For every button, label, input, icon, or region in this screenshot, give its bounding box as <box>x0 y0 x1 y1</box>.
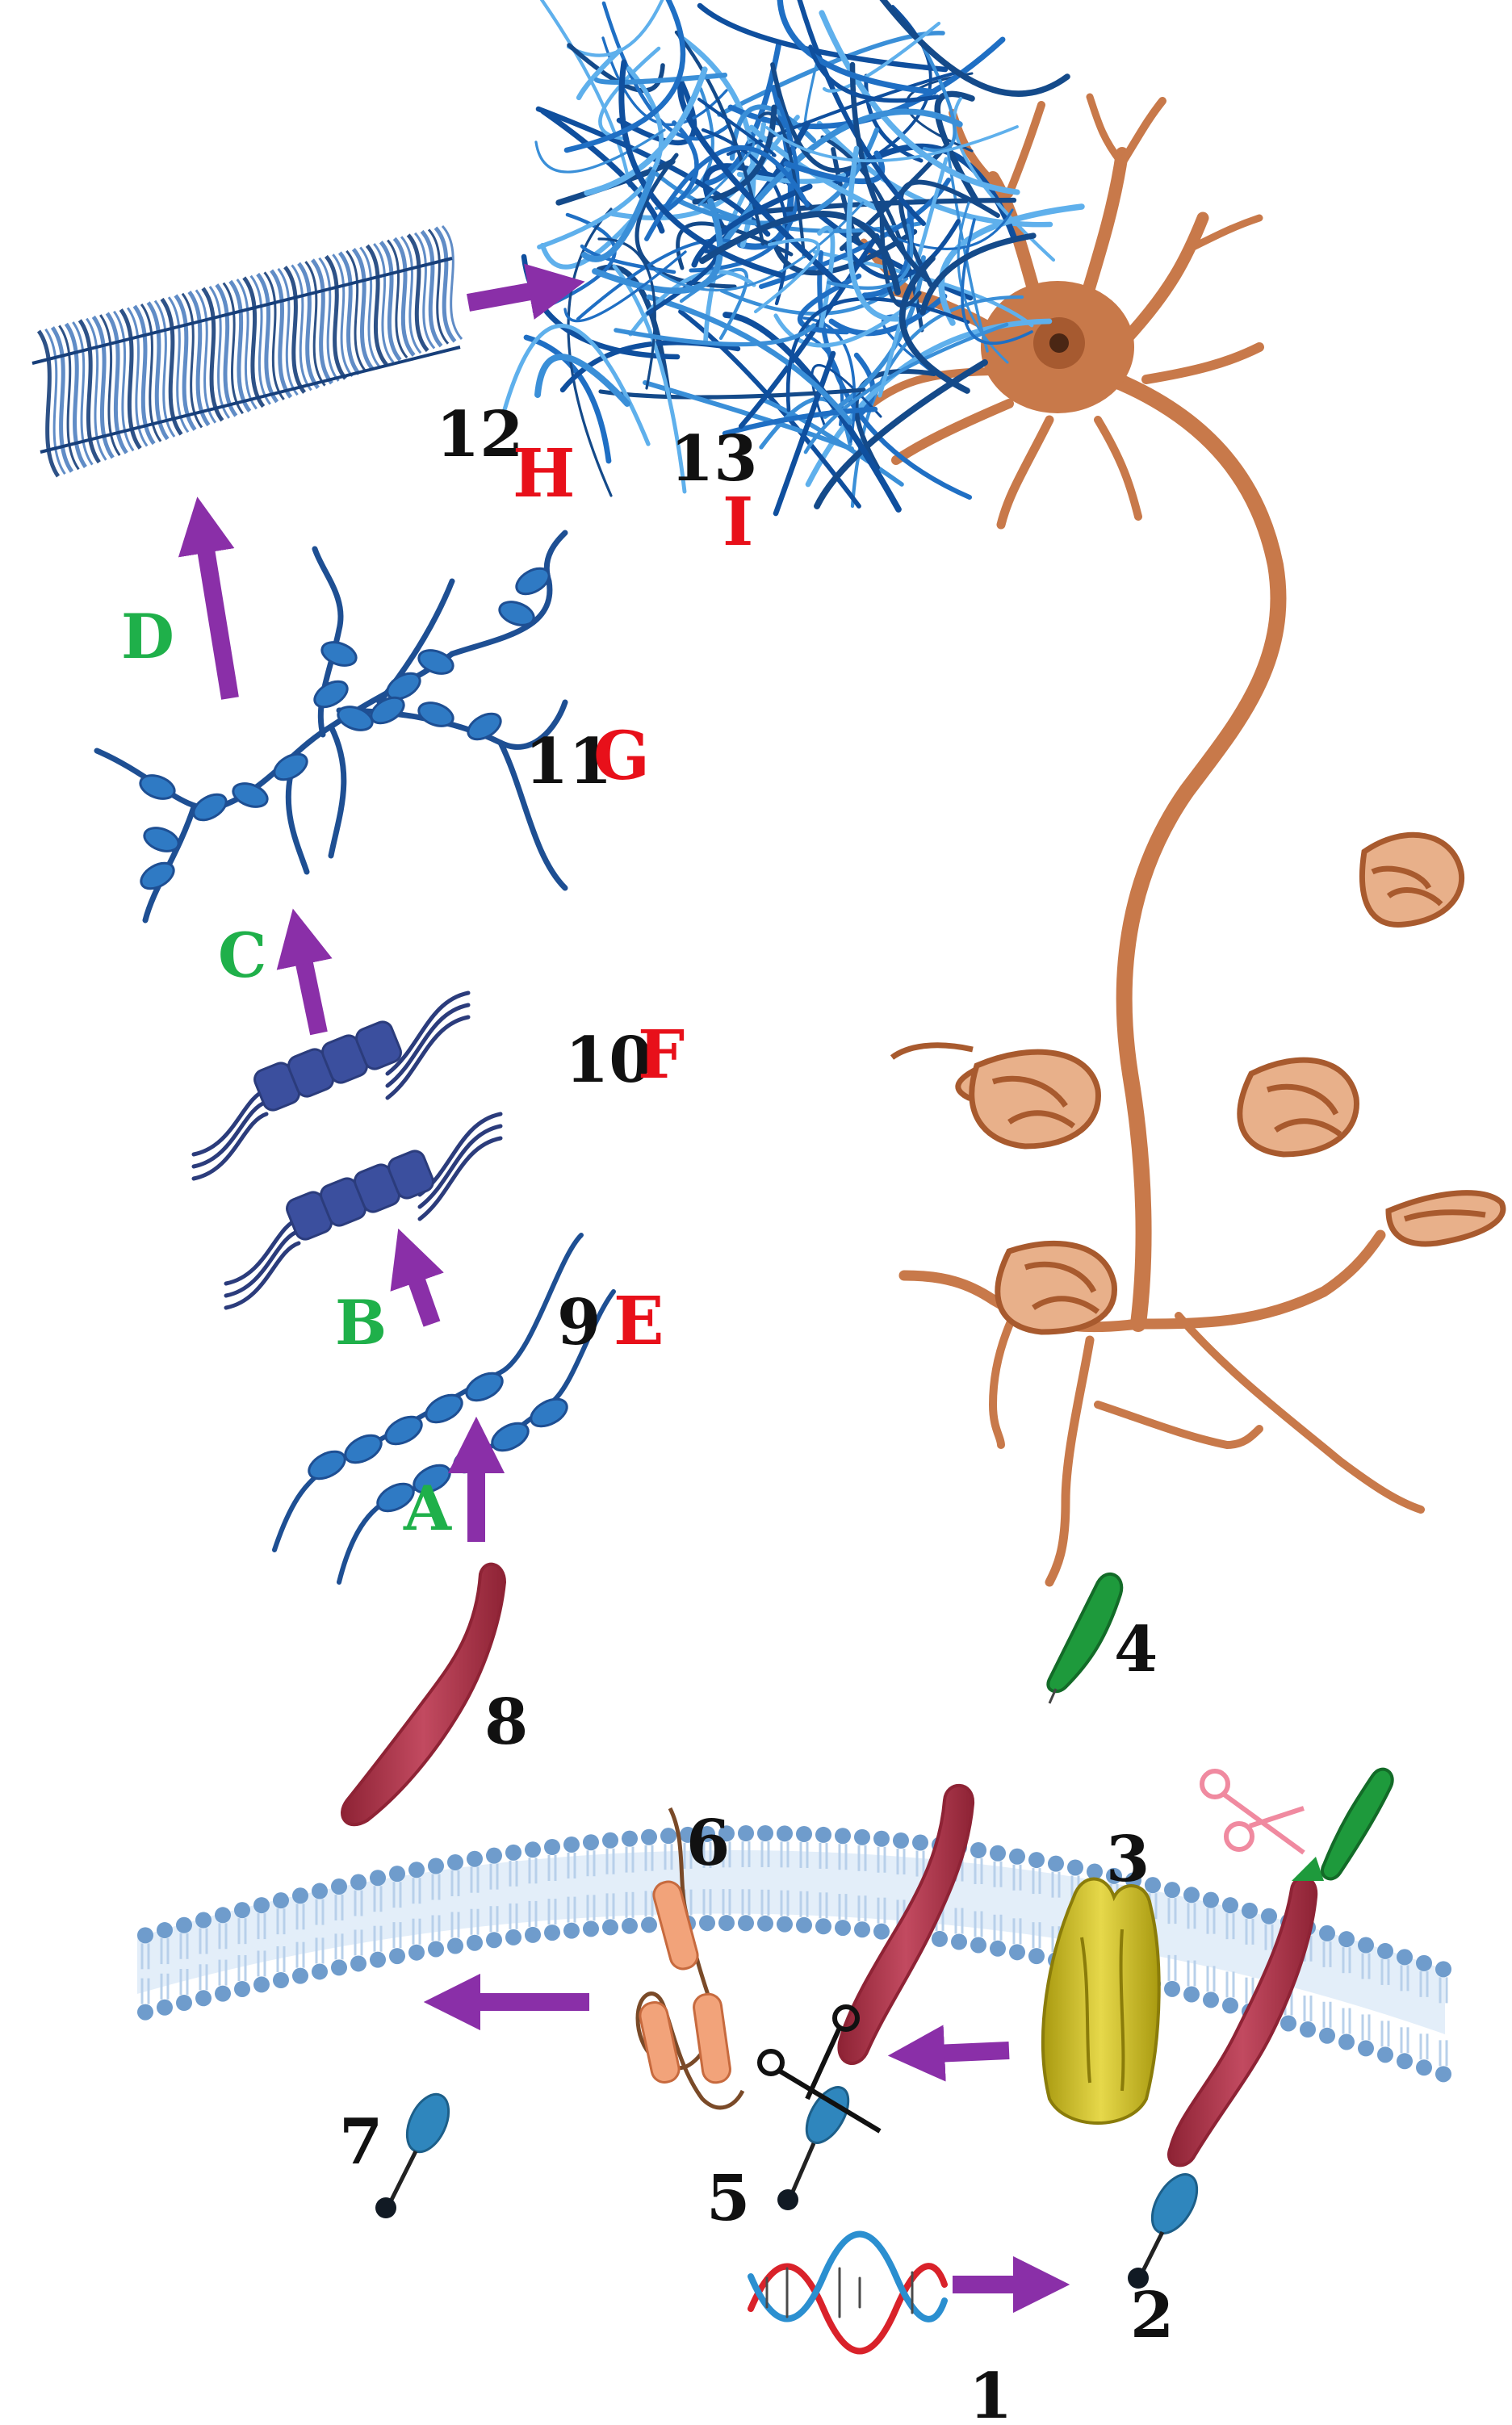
label-13: 13 <box>670 422 758 496</box>
label-2: 2 <box>1130 2279 1174 2352</box>
stage-F: F <box>638 1016 685 1094</box>
label-4: 4 <box>1114 1613 1158 1686</box>
label-11: 11 <box>525 725 613 798</box>
secretase-complex <box>1041 1877 1161 2125</box>
step-A: A <box>403 1472 452 1544</box>
synaptic-plaques <box>890 831 1506 1335</box>
label-9: 9 <box>557 1286 601 1359</box>
stage-E: E <box>614 1283 664 1360</box>
scissors-icon <box>757 2004 882 2134</box>
protofibril-subunits <box>139 567 551 890</box>
neuron-soma <box>981 281 1134 413</box>
label-8: 8 <box>484 1686 528 1759</box>
amyloid-beta-monomer <box>341 1562 507 1827</box>
stage-I: I <box>722 484 753 561</box>
c99-fragment <box>777 1783 975 2210</box>
tangle-icon <box>501 0 1085 517</box>
label-6: 6 <box>686 1807 730 1880</box>
label-7: 7 <box>339 2105 383 2179</box>
stage-H: H <box>513 435 575 513</box>
step-C: C <box>218 919 267 991</box>
stage-G: G <box>593 718 650 795</box>
fibril-icon <box>31 224 463 478</box>
labels: 1 2 3 4 5 6 7 8 9 E 10 F 11 G 12 H 13 I … <box>121 398 1174 2425</box>
label-10: 10 <box>565 1024 653 1097</box>
label-3: 3 <box>1106 1823 1150 1896</box>
dna-helix-icon <box>748 2230 948 2355</box>
aicd-fragment <box>375 2092 450 2218</box>
fragment-4 <box>1046 1572 1124 1704</box>
step-B: B <box>335 1287 387 1359</box>
arrow-icon <box>178 263 1070 2314</box>
scissors-icon <box>1200 1769 1305 1855</box>
label-5: 5 <box>706 2162 750 2235</box>
app-protein <box>1128 1767 1394 2289</box>
neuron-icon <box>860 93 1425 1587</box>
label-1: 1 <box>969 2360 1012 2425</box>
label-12: 12 <box>436 398 524 471</box>
fragment-6 <box>635 1807 745 2110</box>
step-D: D <box>121 601 174 672</box>
oligomer-blocks <box>253 1020 434 1241</box>
